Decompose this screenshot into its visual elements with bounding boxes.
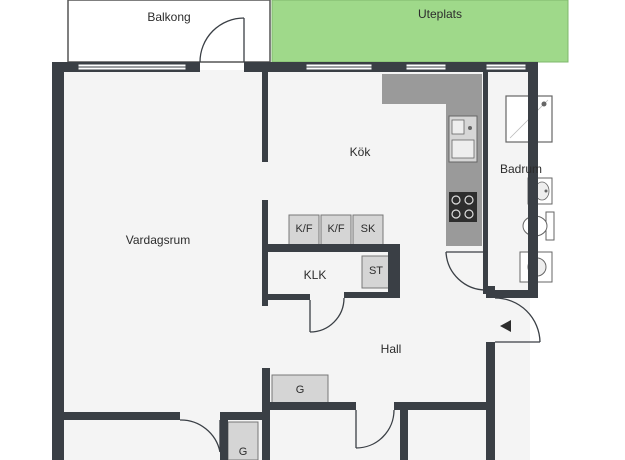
room-label-vardagsrum: Vardagsrum (125, 233, 191, 247)
wardrobe-box-hall (271, 374, 329, 406)
fixture-label-kf-2: K/F (327, 223, 345, 235)
broom-closet-box (352, 214, 384, 247)
room-label-balkong: Balkong (147, 10, 191, 24)
fixture-label-g-bottom: G (238, 446, 248, 458)
fixture-label-st: ST (368, 265, 384, 277)
terrace-area (271, 0, 569, 63)
stove-icon (449, 192, 477, 222)
room-label-hall: Hall (380, 342, 402, 356)
storage-box (361, 255, 391, 289)
sink-icon (448, 115, 478, 163)
entrance-arrow-icon (500, 320, 511, 332)
room-label-uteplats: Uteplats (417, 7, 463, 21)
doors (179, 17, 541, 453)
room-label-klk: KLK (303, 268, 327, 282)
balcony-area (67, 0, 271, 63)
fixture-label-g-hall: G (295, 384, 305, 396)
walls (52, 62, 538, 460)
windows (77, 63, 527, 71)
room-label-kok: Kök (349, 145, 371, 159)
fixture-label-kf-1: K/F (295, 223, 313, 235)
room-label-badrum: Badrum (499, 162, 543, 176)
wardrobe-box-bottom (227, 421, 259, 460)
fixture-label-sk: SK (360, 223, 376, 235)
